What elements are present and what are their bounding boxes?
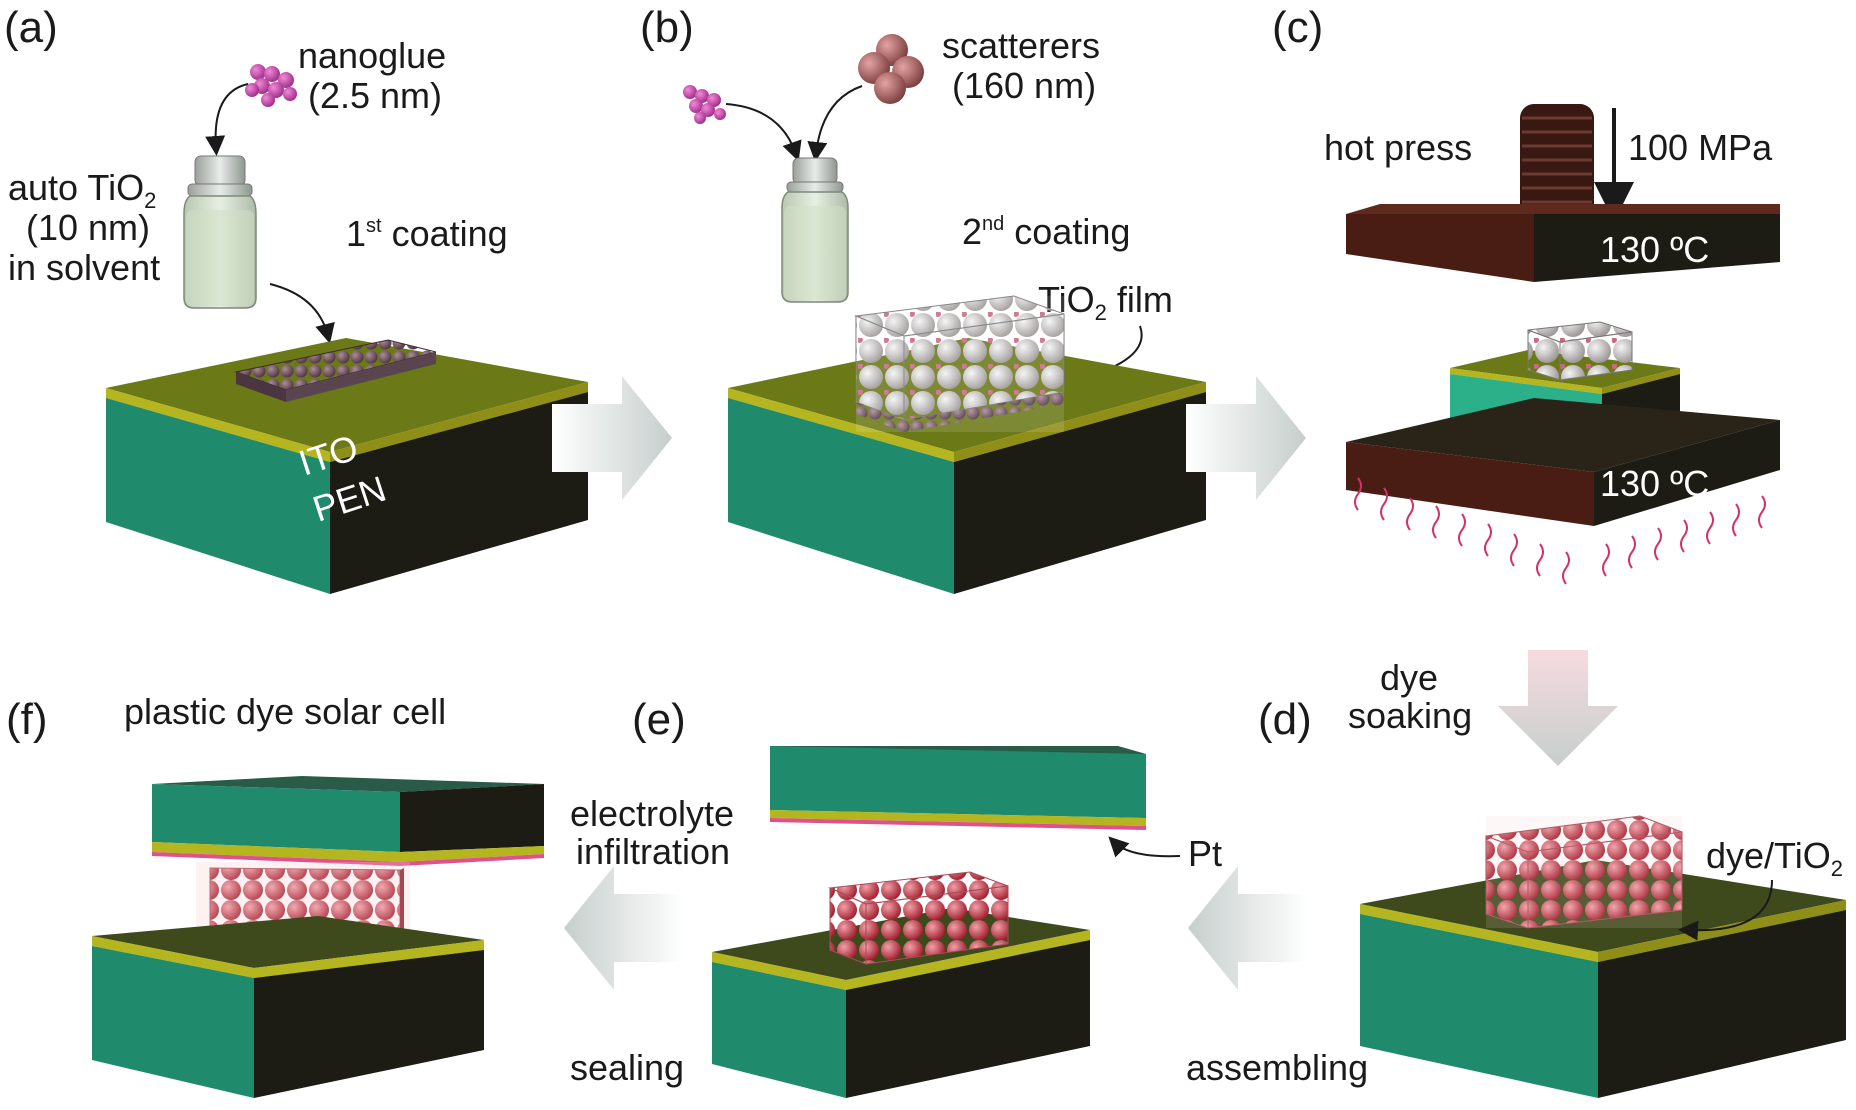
panel-label-f: (f) <box>6 695 48 744</box>
scatterers-to-vial-arrow <box>807 85 863 162</box>
pressure-label: 100 MPa <box>1628 127 1773 168</box>
press-screw-icon <box>1520 104 1594 224</box>
panel-e: Pt electrolyte infiltration <box>570 746 1222 1098</box>
pt-pointer-arrow <box>1108 836 1181 858</box>
f-title: plastic dye solar cell <box>124 691 446 732</box>
tio2-size-label: (10 nm) <box>26 207 150 248</box>
panel-a: nanoglue (2.5 nm) auto TiO2 (10 nm) in s… <box>8 35 588 594</box>
second-coating-label: 2nd coating <box>962 211 1130 252</box>
nanoglue-arrow <box>205 83 249 156</box>
sealing-label: sealing <box>570 1047 684 1088</box>
heat-arrows-icon <box>1354 477 1766 585</box>
electrolyte-label-2: infiltration <box>576 831 730 872</box>
scatterers-size-label: (160 nm) <box>952 65 1096 106</box>
nanoglue-size-label: (2.5 nm) <box>308 75 442 116</box>
dye-tio2-film-e <box>828 871 1009 965</box>
substrate-f <box>92 916 484 1098</box>
vial-b-icon <box>781 157 849 303</box>
panel-label-a: (a) <box>4 3 58 52</box>
press-bottom-plate <box>1346 398 1780 526</box>
substrate-b <box>728 338 1206 594</box>
pt-label: Pt <box>1188 833 1222 874</box>
arrow-c-to-d <box>1498 650 1618 766</box>
panel-b: scatterers (160 nm) 2nd coating TiO2 fil… <box>683 25 1206 594</box>
panel-f: plastic dye solar cell <box>92 691 544 1098</box>
dye-tio2-film-d <box>1485 815 1683 929</box>
first-coating-label: 1st coating <box>346 213 508 254</box>
tio2-label: auto TiO2 <box>8 167 156 213</box>
panel-label-d: (d) <box>1258 695 1312 744</box>
dye-tio2-label: dye/TiO2 <box>1706 835 1843 881</box>
nanoglue-small-icon <box>683 85 726 124</box>
scatterers-cluster-icon <box>858 34 924 104</box>
panel-label-b: (b) <box>640 3 694 52</box>
counter-electrode-e <box>770 746 1146 830</box>
dye-soaking-label-1: dye <box>1380 657 1438 698</box>
electrolyte-label-1: electrolyte <box>570 793 734 834</box>
nanoglue-to-vial-arrow <box>725 103 802 162</box>
tio2-layer-a <box>234 339 437 402</box>
vial-to-substrate-arrow <box>269 283 335 344</box>
arrow-b-to-c <box>1186 376 1306 500</box>
press-top-plate <box>1346 204 1780 282</box>
vial-icon <box>183 155 257 309</box>
dye-soaking-label-2: soaking <box>1348 695 1472 736</box>
arrow-d-to-e <box>1188 866 1308 990</box>
hot-press-label: hot press <box>1324 127 1472 168</box>
panel-c: hot press 100 MPa 130 ºC <box>1324 104 1780 585</box>
panel-label-e: (e) <box>632 695 686 744</box>
dye-tio2-pointer-arrow <box>1678 879 1773 941</box>
panel-d: dye/TiO2 <box>1360 815 1846 1098</box>
tio2-film-b <box>854 295 1065 432</box>
scatterers-label: scatterers <box>942 25 1100 66</box>
bottom-temp-label: 130 ºC <box>1600 463 1709 504</box>
counter-electrode-f <box>152 776 544 866</box>
arrow-a-to-b <box>552 376 672 500</box>
assembling-label: assembling <box>1186 1047 1368 1088</box>
nanoglue-label: nanoglue <box>298 35 446 76</box>
substrate-a <box>106 338 588 594</box>
nanoglue-cluster-icon <box>245 64 297 107</box>
panel-label-c: (c) <box>1272 3 1323 52</box>
arrow-e-to-f <box>564 866 684 990</box>
top-temp-label: 130 ºC <box>1600 229 1709 270</box>
solvent-label: in solvent <box>8 247 160 288</box>
